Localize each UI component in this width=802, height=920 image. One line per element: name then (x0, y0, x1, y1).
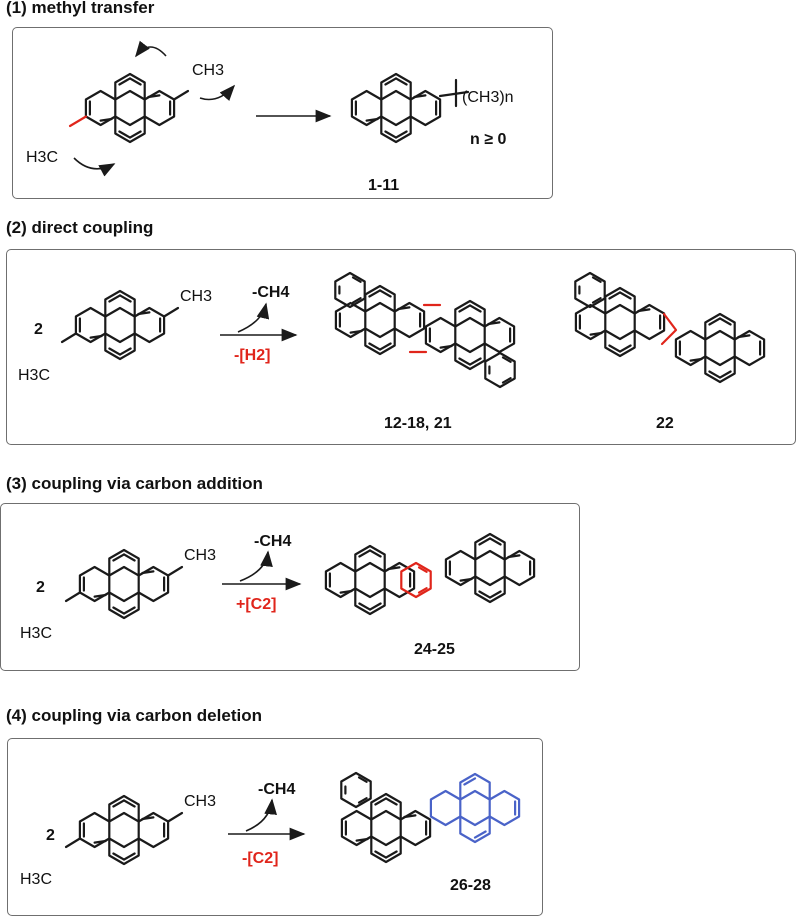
substituent-bond (438, 90, 470, 98)
reagent-2: -[H2] (234, 347, 270, 364)
reagent-3: +[C2] (236, 596, 276, 613)
product-carbon-deletion (340, 771, 521, 864)
product-fused-pentagon (574, 271, 766, 384)
product-label-3: 24-25 (414, 641, 455, 658)
methyl-label-bottom-3: H3C (20, 625, 52, 642)
byproduct-3: -CH4 (254, 533, 291, 550)
reactant-dimethylpyrene-3 (66, 550, 182, 618)
curved-arrow-top (135, 40, 167, 58)
methyl-label-top-3: CH3 (184, 547, 216, 564)
product-label-2b: 22 (656, 415, 674, 432)
coefficient-4: 2 (46, 827, 55, 844)
byproduct-4: -CH4 (258, 781, 295, 798)
product-methylpyrene (350, 72, 442, 144)
coefficient-3: 2 (36, 579, 45, 596)
reactant-dimethylpyrene-4 (66, 796, 182, 864)
section-3-title: (3) coupling via carbon addition (6, 474, 263, 493)
methyl-label-top-2: CH3 (180, 288, 212, 305)
methyl-label-bottom-4: H3C (20, 871, 52, 888)
condition-n: n ≥ 0 (470, 131, 506, 148)
section-2-title: (2) direct coupling (6, 218, 154, 237)
byproduct-2: -CH4 (252, 284, 289, 301)
section-1-title: (1) methyl transfer (6, 0, 155, 17)
curved-arrow-right (199, 84, 236, 102)
product-label-4: 26-28 (450, 877, 491, 894)
product-substituent-1: (CH3)n (462, 89, 514, 106)
curved-arrow-byproduct-2 (237, 302, 270, 333)
product-coupled-dimer (334, 271, 516, 389)
product-carbon-addition (324, 532, 536, 616)
curved-arrow-byproduct-3 (239, 550, 273, 582)
product-label-2a: 12-18, 21 (384, 415, 452, 432)
curved-arrow-bottom (73, 157, 116, 177)
reactant-dimethylpyrene-2 (62, 291, 178, 359)
methyl-label-top-1: CH3 (192, 62, 224, 79)
section-4-panel (7, 738, 543, 916)
product-label-1: 1-11 (368, 177, 399, 194)
methyl-label-top-4: CH3 (184, 793, 216, 810)
coefficient-2: 2 (34, 321, 43, 338)
reagent-4: -[C2] (242, 850, 278, 867)
section-2-panel (6, 249, 796, 445)
reactant-dimethylpyrene-1 (68, 72, 190, 144)
methyl-label-bottom-1: H3C (26, 149, 58, 166)
section-4-title: (4) coupling via carbon deletion (6, 706, 262, 725)
methyl-label-bottom-2: H3C (18, 367, 50, 384)
curved-arrow-byproduct-4 (245, 798, 277, 832)
